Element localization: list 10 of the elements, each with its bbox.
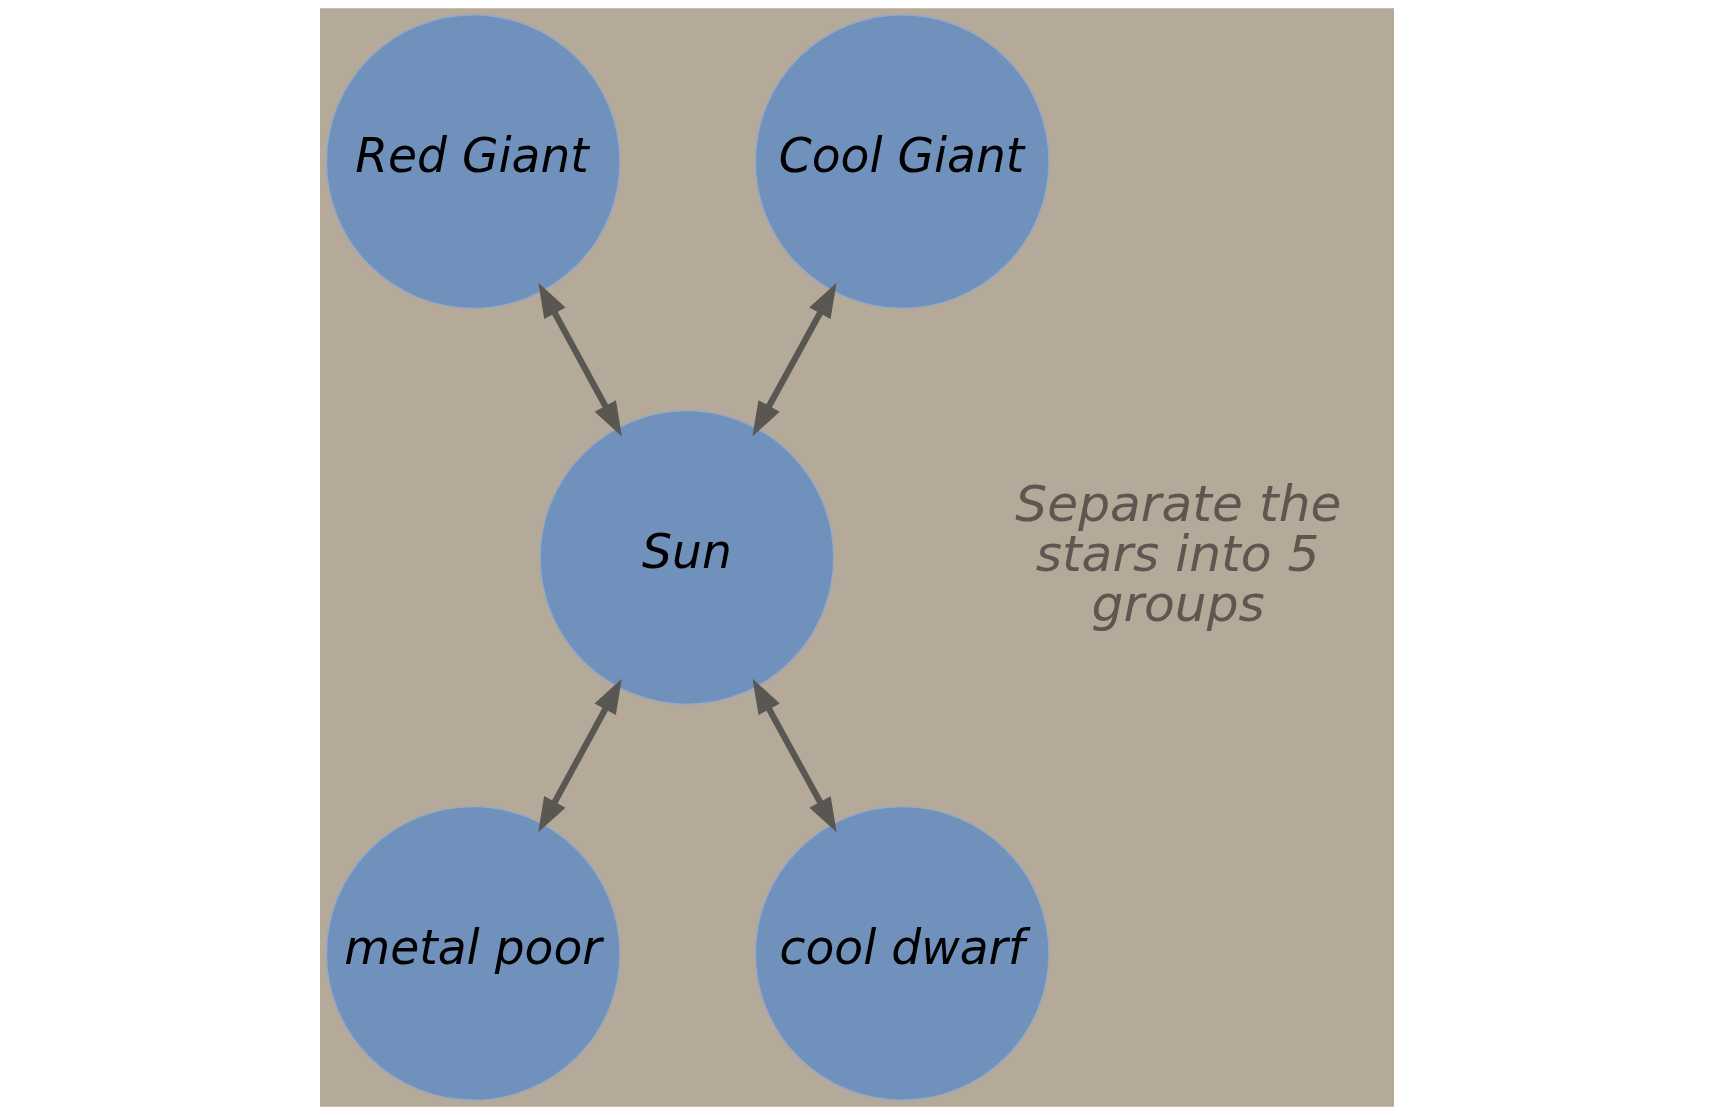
node-circle: Cool Giant — [754, 13, 1050, 310]
arrow — [752, 678, 837, 833]
label: Separate the stars into 5 groups — [1015, 473, 1342, 634]
node-circle: Red Giant — [325, 13, 621, 310]
arrow — [752, 282, 837, 437]
node-circle: cool dwarf — [754, 805, 1050, 1102]
arrow — [538, 678, 622, 833]
node-circle: Sun — [539, 409, 835, 706]
arrow — [538, 282, 622, 437]
node-circle: metal poor — [325, 805, 621, 1102]
